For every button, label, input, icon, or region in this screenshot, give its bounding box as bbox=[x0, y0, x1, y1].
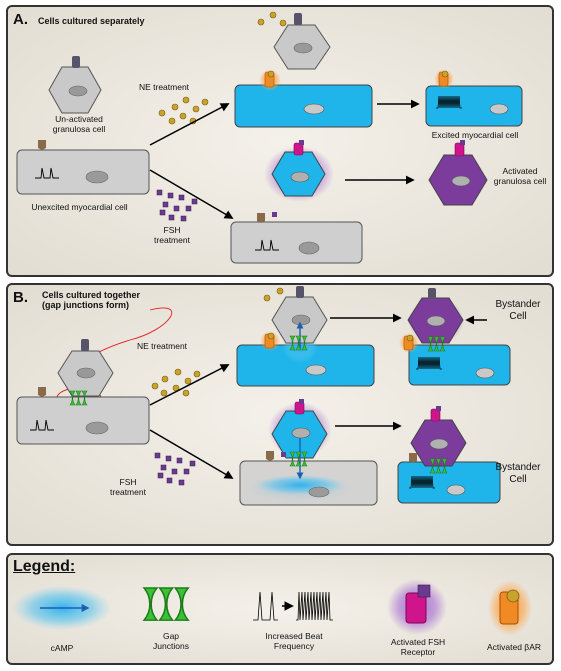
granulosa-cell-activated bbox=[428, 140, 488, 206]
legend-camp-icon bbox=[12, 586, 112, 630]
cells-fsh-right bbox=[397, 406, 501, 504]
label-bystander-bottom: Bystander Cell bbox=[495, 462, 541, 485]
label-unactivated-granulosa: Un-activated granulosa cell bbox=[52, 114, 106, 134]
label-fsh-treatment-a: FSH treatment bbox=[154, 225, 190, 245]
panel-b-letter: B. bbox=[13, 289, 28, 306]
granulosa-cell-top bbox=[257, 11, 331, 70]
panel-a-letter: A. bbox=[13, 11, 28, 28]
legend-title: Legend: bbox=[13, 558, 76, 575]
cells-ne-right bbox=[399, 288, 511, 386]
cells-fsh-center bbox=[239, 399, 378, 506]
myocardial-cell-unexcited bbox=[16, 140, 150, 195]
label-activated-granulosa: Activated granulosa cell bbox=[493, 166, 547, 186]
legend-beat-frequency-icon bbox=[253, 591, 333, 621]
myocardial-cell-excited bbox=[425, 69, 523, 127]
panel-b-subtitle: Cells cultured together (gap junctions f… bbox=[42, 290, 141, 311]
fsh-molecules bbox=[156, 189, 198, 222]
legend-gap-junction-icon bbox=[143, 587, 189, 621]
fsh-receptor-icon bbox=[72, 56, 80, 68]
legend-label-gap-junctions: Gap Junctions bbox=[153, 631, 189, 651]
ne-molecules bbox=[158, 96, 209, 125]
panel-a-subtitle: Cells cultured separately bbox=[38, 16, 145, 26]
label-unexcited-myocardial: Unexcited myocardial cell bbox=[31, 202, 128, 212]
label-bystander-top: Bystander Cell bbox=[495, 299, 541, 322]
ne-molecules-b bbox=[151, 368, 201, 397]
beta-receptor-icon bbox=[38, 140, 46, 150]
label-excited-myocardial: Excited myocardial cell bbox=[431, 130, 519, 140]
legend-label-beta-ar: Activated βAR bbox=[486, 642, 542, 652]
label-fsh-treatment-b: FSH treatment bbox=[110, 477, 146, 497]
granulosa-cell-responding bbox=[264, 140, 334, 202]
legend-label-camp: cAMP bbox=[50, 643, 74, 653]
myocardial-cell-cyan-a bbox=[234, 69, 373, 128]
label-ne-treatment-b: NE treatment bbox=[136, 341, 188, 351]
legend-label-fsh-receptor: Activated FSH Receptor bbox=[390, 637, 446, 657]
legend-beta-ar-icon bbox=[488, 580, 532, 636]
legend-fsh-receptor-icon bbox=[387, 579, 447, 635]
cells-ne-center bbox=[236, 286, 375, 387]
fsh-molecules-b bbox=[154, 452, 196, 486]
myocardial-cell-fsh-a bbox=[230, 212, 363, 264]
label-ne-treatment-a: NE treatment bbox=[138, 82, 190, 92]
cells-together-left bbox=[16, 339, 150, 445]
legend-label-beat-frequency: Increased Beat Frequency bbox=[265, 631, 323, 651]
granulosa-cell-unactivated bbox=[48, 56, 102, 114]
